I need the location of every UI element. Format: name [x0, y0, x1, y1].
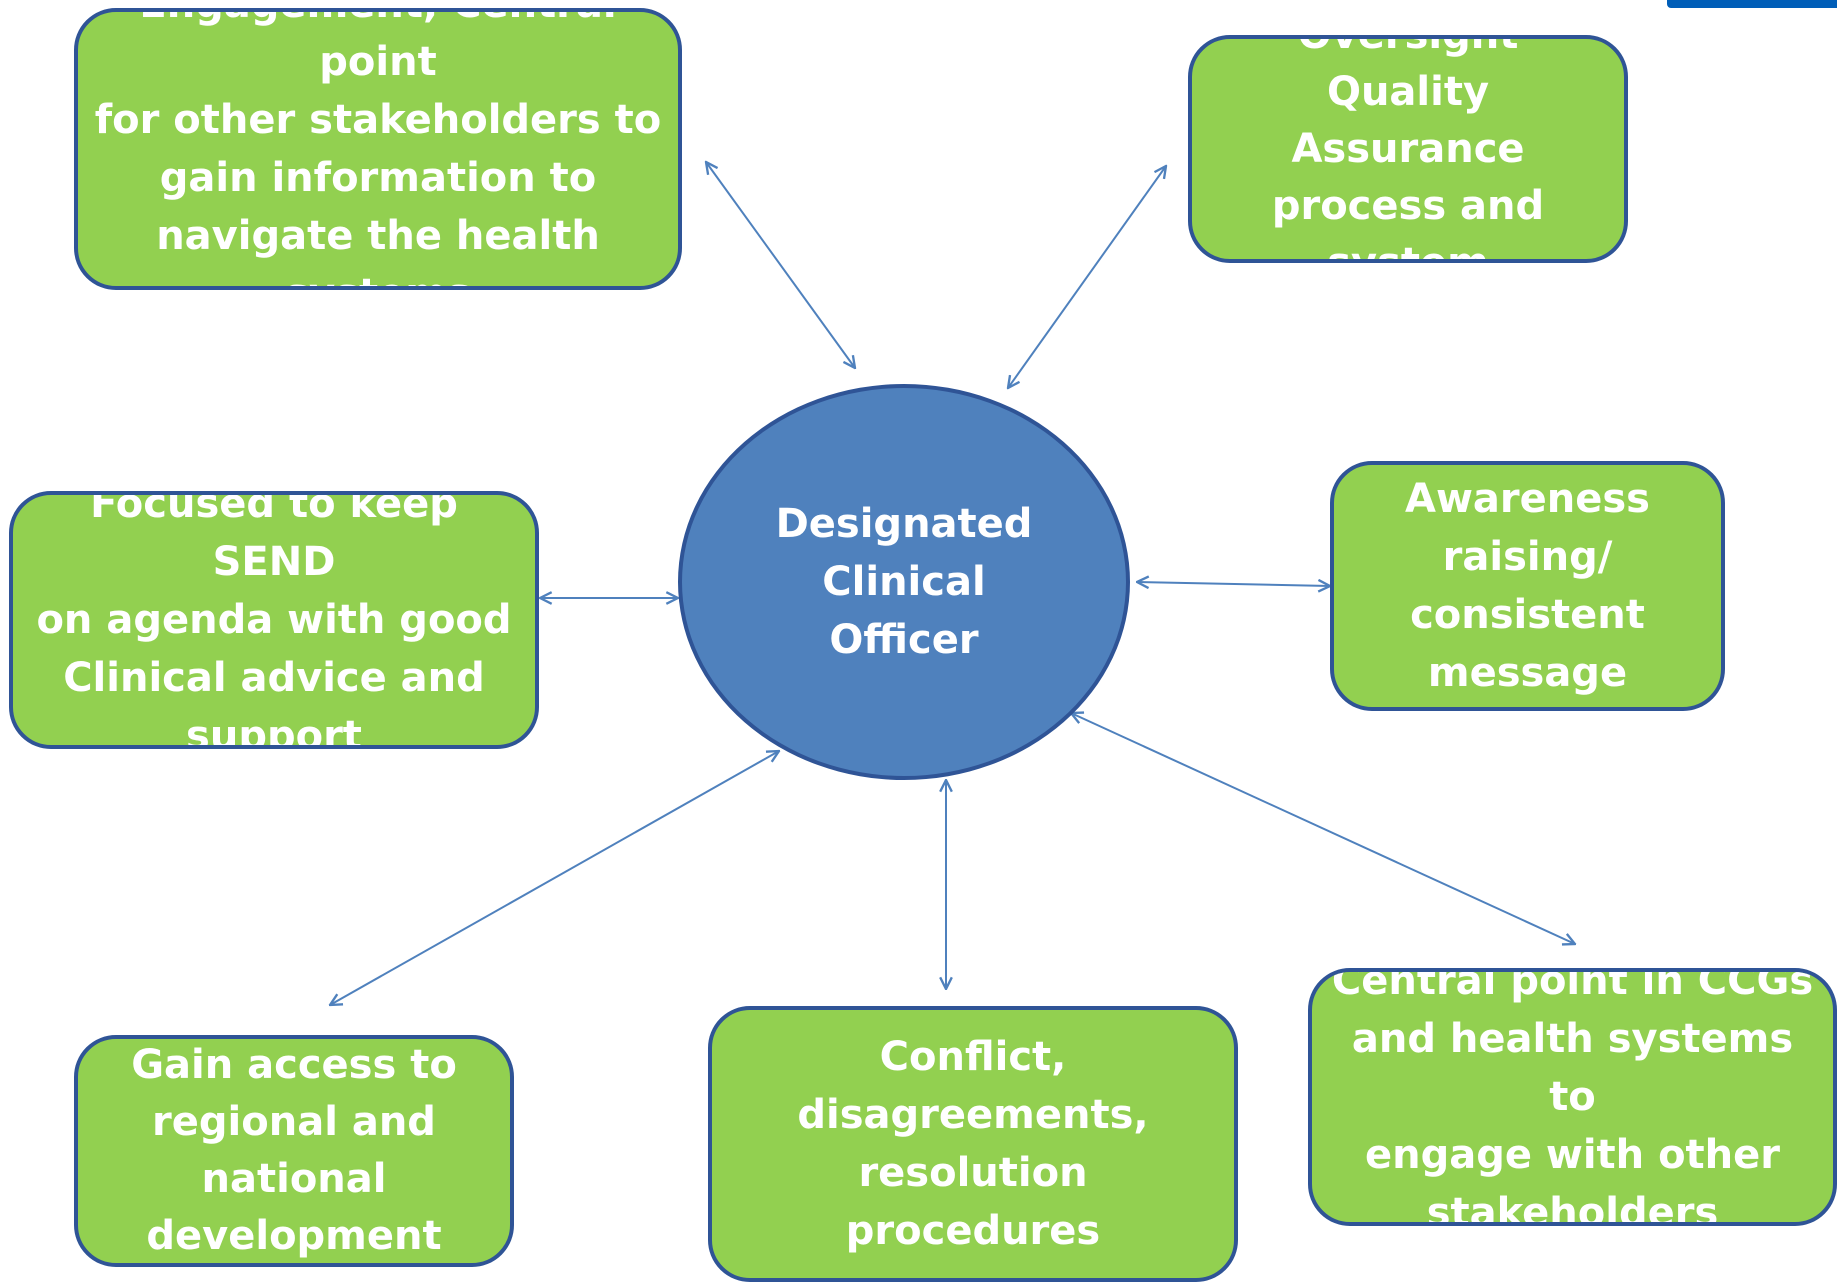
oversight-box: Oversight Quality Assurance process and … [1188, 35, 1628, 263]
central-point-text: Central point in CCGs and health systems… [1331, 968, 1814, 1226]
arrow-awareness [1137, 582, 1330, 586]
arrow-gain-access [330, 751, 779, 1005]
designated-clinical-officer-node: Designated Clinical Officer [678, 384, 1130, 780]
nhs-logo-icon [1667, 0, 1837, 8]
focused-box: Focused to keep SEND on agenda with good… [9, 491, 539, 749]
gain-access-box: Gain access to regional and national dev… [74, 1035, 514, 1267]
conflict-text: Conflict, disagreements, resolution proc… [797, 1034, 1149, 1254]
arrow-oversight [1008, 166, 1166, 388]
arrow-central-point [1071, 713, 1575, 944]
gain-access-text: Gain access to regional and national dev… [131, 1042, 457, 1259]
arrow-engagement [706, 162, 855, 368]
engagement-box: Engagement, Central point for other stak… [74, 8, 682, 290]
engagement-text: Engagement, Central point for other stak… [94, 12, 662, 286]
oversight-text: Oversight Quality Assurance process and … [1271, 39, 1545, 263]
awareness-text: Awareness raising/ consistent message [1405, 476, 1650, 696]
awareness-box: Awareness raising/ consistent message [1330, 461, 1725, 711]
center-label: Designated Clinical Officer [775, 501, 1033, 663]
central-point-box: Central point in CCGs and health systems… [1308, 968, 1837, 1226]
focused-text: Focused to keep SEND on agenda with good… [36, 491, 512, 749]
conflict-box: Conflict, disagreements, resolution proc… [708, 1006, 1238, 1282]
